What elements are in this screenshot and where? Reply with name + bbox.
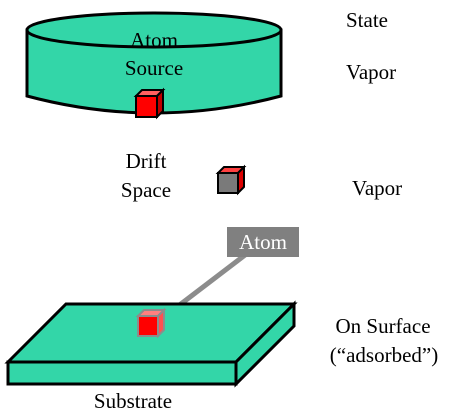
substrate-label: Substrate xyxy=(93,389,173,413)
adsorbed-atom-cube xyxy=(135,307,167,339)
drift-atom-cube xyxy=(215,164,247,196)
source-atom-cube xyxy=(133,87,166,120)
surface-state-label-line2: (“adsorbed”) xyxy=(329,343,439,367)
drift-space-label-line1: Drift xyxy=(125,149,167,173)
state-header: State xyxy=(346,8,388,32)
atom-callout-label: Atom xyxy=(227,227,299,257)
drift-state-label: Vapor xyxy=(352,176,403,200)
atom-source-label-line1: Atom xyxy=(130,28,178,52)
surface-state-label-line1: On Surface xyxy=(335,314,431,338)
source-state-label: Vapor xyxy=(346,60,397,84)
atom-source-cylinder xyxy=(25,11,283,115)
drift-space-label-line2: Space xyxy=(120,178,172,202)
slab-side xyxy=(234,300,296,388)
slab-front xyxy=(6,360,238,386)
atom-source-label-line2: Source xyxy=(124,56,184,80)
cylinder-top xyxy=(25,11,283,49)
